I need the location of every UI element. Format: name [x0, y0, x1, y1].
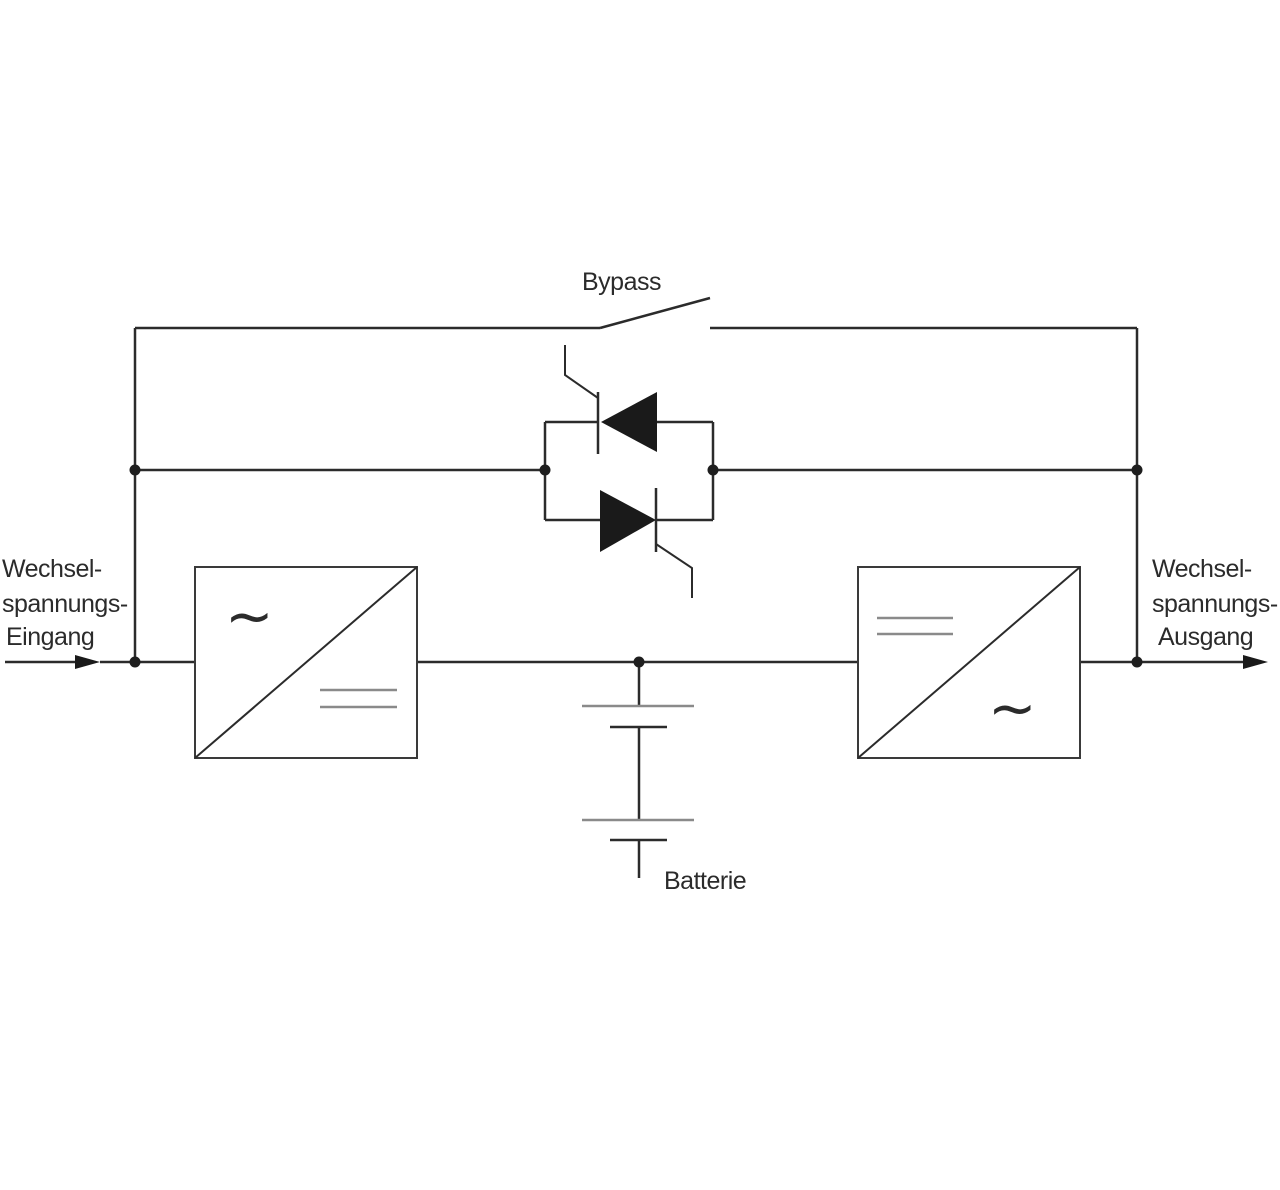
- battery: [582, 662, 694, 878]
- svg-text:Ausgang: Ausgang: [1158, 623, 1253, 651]
- input-label: Wechsel- spannungs- Eingang: [2, 555, 128, 651]
- bypass-label: Bypass: [582, 268, 661, 296]
- svg-text:Eingang: Eingang: [6, 623, 94, 651]
- svg-text:Wechsel-: Wechsel-: [1152, 555, 1252, 583]
- rectifier-block: ~: [194, 566, 418, 759]
- rectifier-ac-symbol: ~: [225, 582, 274, 650]
- inverter-block: ~: [857, 566, 1081, 759]
- junctions: [129, 464, 1143, 668]
- bypass-path: [133, 296, 1139, 662]
- svg-text:spannungs-: spannungs-: [1152, 590, 1278, 618]
- input-arrow-icon: [75, 655, 100, 669]
- svg-text:Wechsel-: Wechsel-: [2, 555, 102, 583]
- thyristor-lower: [600, 490, 656, 552]
- output-arrow-icon: [1243, 655, 1268, 669]
- bypass-switch: [599, 296, 711, 330]
- output-label: Wechsel- spannungs- Ausgang: [1152, 555, 1278, 651]
- static-switch: [135, 345, 1137, 598]
- inverter-ac-symbol: ~: [988, 674, 1037, 742]
- svg-text:spannungs-: spannungs-: [2, 590, 128, 618]
- thyristor-upper: [601, 392, 657, 452]
- battery-label: Batterie: [664, 867, 746, 895]
